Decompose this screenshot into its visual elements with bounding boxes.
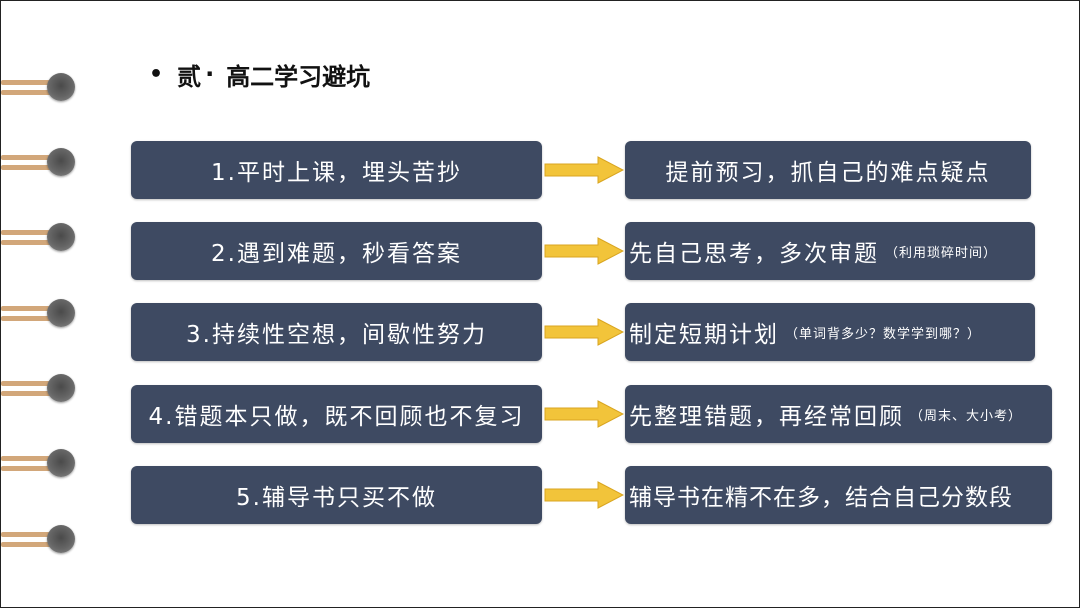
right-arrow-icon (544, 156, 624, 184)
binder-ring-icon (1, 447, 79, 481)
solution-text: 制定短期计划 (629, 322, 779, 348)
pitfall-text: 1.平时上课，埋头苦抄 (211, 160, 462, 186)
pitfall-box: 3.持续性空想，间歇性努力 (131, 303, 542, 361)
pitfall-box: 4.错题本只做，既不回顾也不复习 (131, 385, 542, 443)
binder-ring-icon (1, 221, 79, 255)
solution-text: 先自己思考，多次审题 (629, 241, 879, 267)
pitfall-box: 2.遇到难题，秒看答案 (131, 222, 542, 280)
page-title: • 贰 · 高二学习避坑 (149, 57, 370, 91)
binder-ring-icon (1, 372, 79, 406)
solution-box: 制定短期计划 （单词背多少？数学学到哪？） (625, 303, 1035, 361)
solution-note: （单词背多少？数学学到哪？） (785, 326, 982, 342)
binder-ring-icon (1, 297, 79, 331)
pitfall-text: 3.持续性空想，间歇性努力 (186, 322, 487, 348)
solution-box: 辅导书在精不在多，结合自己分数段 (625, 466, 1052, 524)
binder-ring-icon (1, 146, 79, 180)
title-number: 贰 (177, 62, 202, 91)
pitfall-box: 1.平时上课，埋头苦抄 (131, 141, 542, 199)
binder-ring-icon (1, 71, 79, 105)
pitfall-text: 4.错题本只做，既不回顾也不复习 (148, 404, 525, 430)
pitfall-text: 2.遇到难题，秒看答案 (211, 241, 462, 267)
right-arrow-icon (544, 318, 624, 346)
solution-box: 先自己思考，多次审题 （利用琐碎时间） (625, 222, 1035, 280)
solution-text: 辅导书在精不在多，结合自己分数段 (629, 485, 1013, 511)
solution-note: （周末、大小考） (910, 408, 1023, 424)
right-arrow-icon (544, 481, 624, 509)
binder-ring-icon (1, 523, 79, 557)
solution-text: 先整理错题，再经常回顾 (629, 404, 904, 430)
solution-text: 提前预习，抓自己的难点疑点 (665, 160, 991, 186)
solution-box: 提前预习，抓自己的难点疑点 (625, 141, 1031, 199)
solution-box: 先整理错题，再经常回顾 （周末、大小考） (625, 385, 1052, 443)
title-text: 高二学习避坑 (226, 62, 371, 91)
solution-note: （利用琐碎时间） (885, 245, 998, 261)
right-arrow-icon (544, 237, 624, 265)
pitfall-box: 5.辅导书只买不做 (131, 466, 542, 524)
right-arrow-icon (544, 400, 624, 428)
title-separator: · (205, 60, 215, 88)
title-bullet: • (149, 61, 164, 87)
pitfall-text: 5.辅导书只买不做 (236, 485, 437, 511)
